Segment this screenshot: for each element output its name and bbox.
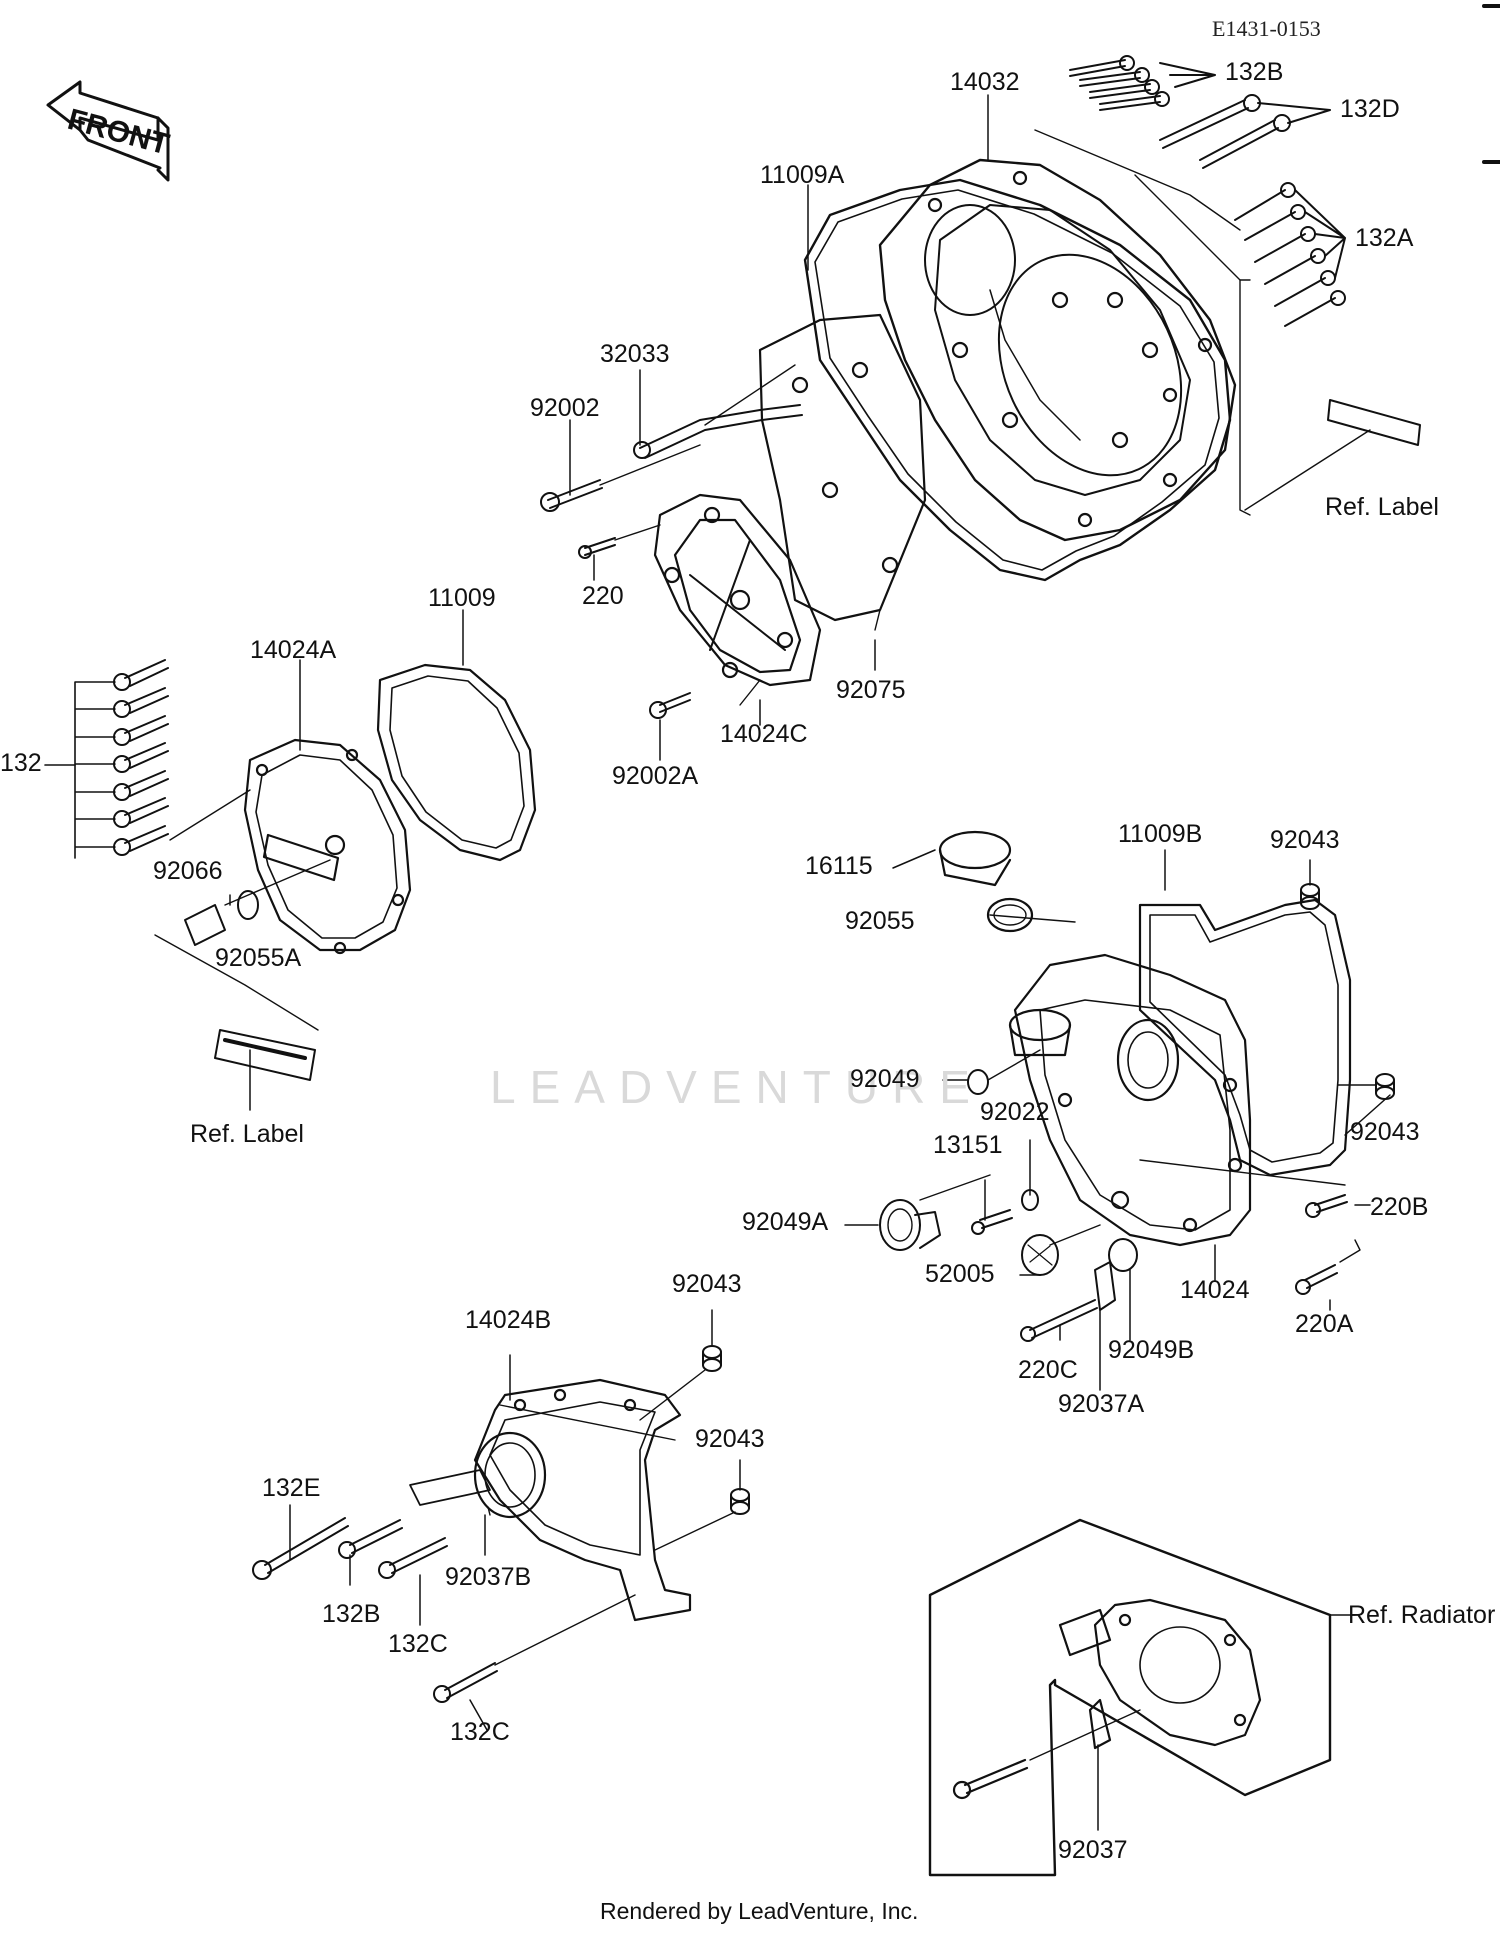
label-14032: 14032 [950, 68, 1020, 96]
radiator-ref-box [928, 1518, 1332, 1877]
label-92002: 92002 [530, 394, 600, 422]
label-ref-label-left: Ref. Label [190, 1120, 304, 1148]
label-14024A: 14024A [250, 636, 337, 664]
plug-92066-oring-92055A [154, 859, 331, 1031]
label-92066: 92066 [153, 857, 223, 885]
label-92037A: 92037A [1058, 1390, 1145, 1418]
label-132E: 132E [262, 1474, 321, 1502]
side-cover-14024 [1008, 953, 1252, 1247]
label-11009A: 11009A [760, 161, 845, 189]
label-92043-d: 92043 [695, 1425, 765, 1453]
label-ref-radiator: Ref. Radiator [1348, 1601, 1496, 1629]
gasket-11009 [376, 663, 537, 862]
gasket-11009B [1138, 898, 1352, 1177]
label-220A: 220A [1295, 1310, 1354, 1338]
generator-cover-14024A [243, 738, 412, 955]
label-13151: 13151 [933, 1131, 1003, 1159]
label-220B: 220B [1370, 1193, 1429, 1221]
leader-lines [229, 94, 1391, 1831]
label-92075: 92075 [836, 676, 906, 704]
label-16115: 16115 [805, 852, 873, 880]
label-92037B: 92037B [445, 1563, 532, 1591]
label-ref-label-right: Ref. Label [1325, 493, 1439, 521]
clutch-cover-14032 [803, 129, 1251, 582]
edge-ticks [1482, 4, 1500, 164]
label-132A: 132A [1355, 224, 1414, 252]
label-92049: 92049 [850, 1065, 920, 1093]
label-132C-a: 132C [388, 1630, 448, 1658]
small-parts-water-pump [879, 1049, 1361, 1342]
label-92002A: 92002A [612, 762, 699, 790]
label-92043-b: 92043 [1350, 1118, 1420, 1146]
bolts-132D [1159, 94, 1331, 169]
label-132D: 132D [1340, 95, 1400, 123]
bolt-92002A [649, 692, 691, 719]
label-11009B: 11009B [1118, 820, 1203, 848]
cover-14024C [653, 493, 822, 706]
gasket-11009A [803, 178, 1232, 582]
label-220: 220 [582, 582, 624, 610]
label-32033: 32033 [600, 340, 670, 368]
label-92043-a: 92043 [1270, 826, 1340, 854]
label-14024B: 14024B [465, 1306, 552, 1334]
bolts-132B [1069, 55, 1216, 111]
label-92055: 92055 [845, 907, 915, 935]
label-92049B: 92049B [1108, 1336, 1195, 1364]
plate-92075 [758, 313, 927, 631]
water-pump-housing [952, 1598, 1262, 1800]
ref-label-right-box [1244, 399, 1421, 511]
label-14024: 14024 [1180, 1276, 1250, 1304]
label-132B-top: 132B [1225, 58, 1284, 86]
label-92043-c: 92043 [672, 1270, 742, 1298]
cap-16115-oring-92055 [938, 830, 1034, 933]
label-14024C: 14024C [720, 720, 808, 748]
label-92022: 92022 [980, 1098, 1050, 1126]
label-132B-bottom: 132B [322, 1600, 381, 1628]
label-11009: 11009 [428, 584, 496, 612]
hose-32033 [540, 364, 803, 512]
bolts-132A [1234, 182, 1346, 327]
label-92049A: 92049A [742, 1208, 829, 1236]
label-92055A: 92055A [215, 944, 302, 972]
watermark-text: LEADVENTURE [490, 1061, 984, 1113]
ref-label-left-box [214, 1029, 316, 1081]
sprocket-cover-14024B [409, 1378, 692, 1622]
footer-credit: Rendered by LeadVenture, Inc. [600, 1898, 919, 1924]
bolts-132 [44, 659, 251, 859]
front-arrow-icon: FRONT [46, 80, 173, 182]
label-52005: 52005 [925, 1260, 995, 1288]
bolts-132E-132B-132C [252, 1506, 636, 1703]
label-92037: 92037 [1058, 1836, 1128, 1864]
label-132: 132 [0, 749, 42, 777]
diagram-code: E1431-0153 [1212, 16, 1321, 41]
bolt-220 [578, 524, 661, 559]
label-220C: 220C [1018, 1356, 1078, 1384]
label-132C-b: 132C [450, 1718, 510, 1746]
